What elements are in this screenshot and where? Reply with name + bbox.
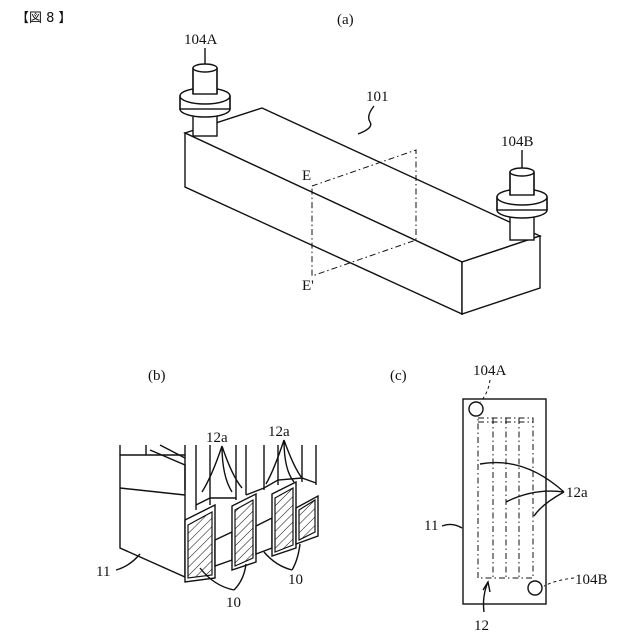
leader-11-c (442, 524, 462, 528)
label-12a-left: 12a (206, 430, 228, 446)
heat-exchanger-block (185, 108, 540, 314)
label-104b-c: 104B (575, 572, 608, 588)
label-11-b: 11 (96, 564, 110, 580)
label-101: 101 (366, 89, 389, 105)
figure-number: 【図 8 】 (16, 11, 72, 26)
label-104a-c: 104A (473, 363, 507, 379)
label-104b: 104B (501, 134, 534, 150)
label-11-c: 11 (424, 518, 438, 534)
panel-b-caption: (b) (148, 368, 166, 384)
label-10-right: 10 (288, 572, 303, 588)
leader-104b-c (544, 578, 574, 586)
panel-a-caption: (a) (337, 12, 354, 28)
fin-cross-section (185, 482, 318, 582)
panel-c-caption: (c) (390, 368, 407, 384)
leader-101 (358, 106, 374, 134)
body-11-section (120, 445, 185, 577)
label-12-c: 12 (474, 618, 489, 634)
label-10-mid: 10 (226, 595, 241, 611)
label-12a-c: 12a (566, 485, 588, 501)
body-11-plan (463, 399, 546, 604)
panel-b: (b) (96, 368, 318, 611)
panel-c: (c) 104A 104B 12a 11 12 (390, 363, 608, 634)
section-label-e: E (302, 168, 311, 184)
section-label-e-prime: E' (302, 278, 314, 294)
label-104a: 104A (184, 32, 218, 48)
leader-11-b (116, 554, 140, 570)
panel-a: (a) E E' 101 104A (180, 12, 547, 314)
label-12a-right: 12a (268, 424, 290, 440)
leader-12a-right (266, 440, 302, 484)
